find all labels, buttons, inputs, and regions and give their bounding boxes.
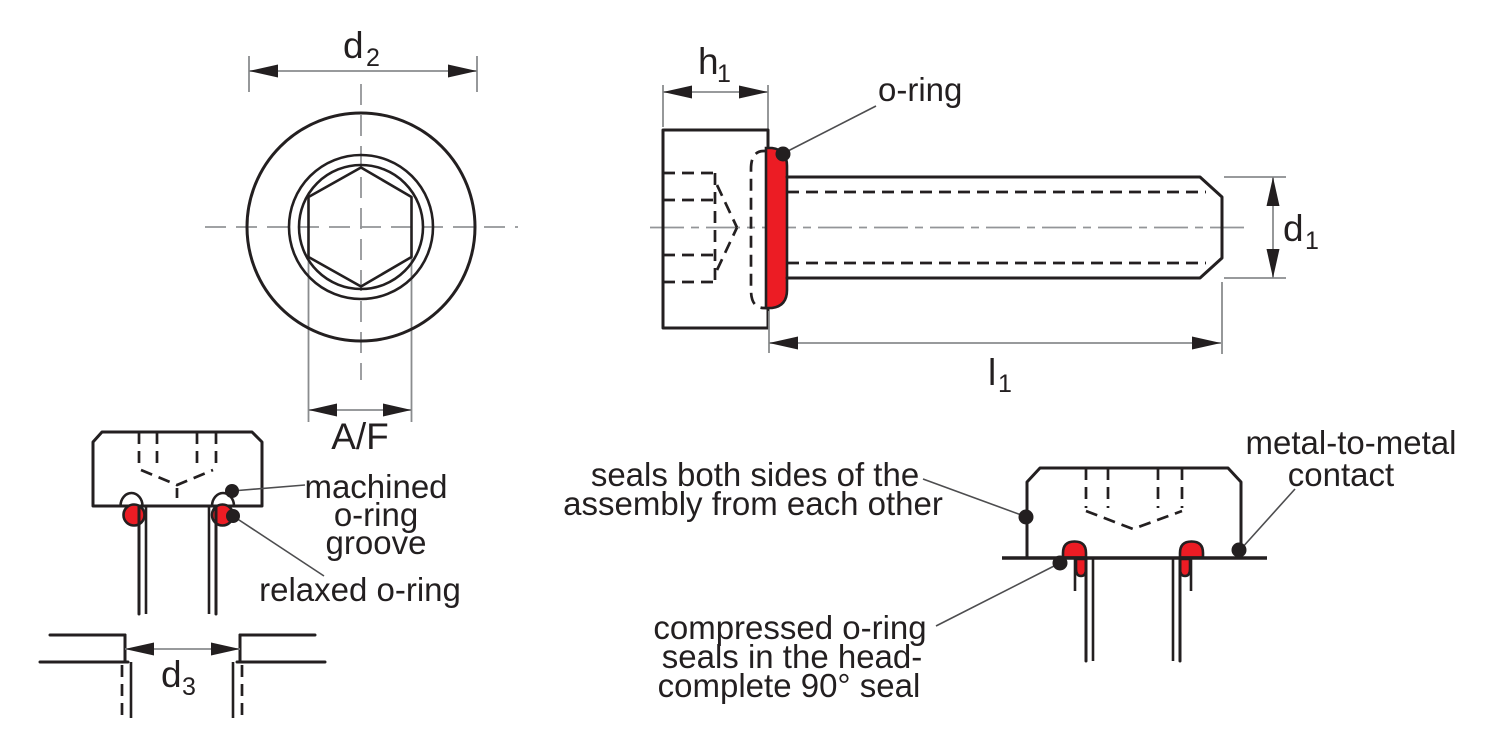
- machined-groove-right: [210, 491, 236, 507]
- l1-label: l: [988, 352, 996, 393]
- l1-arrow-left: [769, 336, 798, 350]
- seals-dot: [1018, 509, 1034, 525]
- h1-label: h: [698, 41, 719, 82]
- d1-label: d: [1283, 208, 1304, 249]
- relaxed-oring-dot: [226, 509, 240, 523]
- machined-groove-leader: [231, 484, 306, 492]
- compressed-oring-callout-line1: compressed o-ring: [653, 609, 926, 646]
- af-arrow-right: [383, 403, 412, 417]
- socket-cone-hidden: [140, 468, 214, 487]
- seals-callout-line1: seals both sides of the: [591, 456, 919, 493]
- h1-arrow-right: [739, 85, 768, 99]
- metal-contact-leader: [1240, 488, 1296, 550]
- assembly-view: seals both sides of the assembly from ea…: [563, 424, 1456, 704]
- d3-arrow-left: [125, 642, 154, 656]
- oring-leader: [785, 105, 877, 153]
- seals-callout-line2: assembly from each other: [563, 485, 943, 522]
- oring-callout: o-ring: [878, 71, 962, 108]
- threaded-shaft: [785, 175, 1224, 280]
- head-outer-circle: [245, 111, 477, 343]
- d2-label: d: [343, 25, 364, 66]
- counterbore-circle: [287, 153, 435, 301]
- h1-label-subscript: 1: [717, 60, 731, 88]
- l1-arrow-right: [1192, 336, 1221, 350]
- front-view: d 2 A/F: [205, 25, 518, 457]
- relaxed-oring-leader: [232, 515, 325, 577]
- compressed-oring-right: [1178, 540, 1205, 559]
- relaxed-oring-left: [122, 503, 146, 527]
- relaxed-oring-callout: relaxed o-ring: [259, 571, 461, 608]
- machined-groove-callout-line2: o-ring: [334, 496, 418, 533]
- machined-groove-callout-line1: machined: [304, 468, 447, 505]
- compressed-oring-leader: [935, 563, 1059, 627]
- metal-contact-callout-line2: contact: [1288, 456, 1394, 493]
- socket-cone-hidden-line: [715, 184, 739, 229]
- d1-label-subscript: 1: [1305, 227, 1319, 255]
- d3-label-subscript: 3: [182, 673, 196, 701]
- side-view: h 1 o-ring d 1: [650, 41, 1319, 398]
- head-section: [91, 430, 264, 508]
- d1-arrow-down: [1266, 249, 1280, 278]
- oring-groove-hidden: [749, 149, 767, 310]
- metal-contact-dot: [1231, 542, 1247, 558]
- d3-label: d: [161, 654, 182, 695]
- af-arrow-left: [308, 403, 337, 417]
- oring-leader-dot: [775, 146, 791, 162]
- socket-cone-hidden-line: [715, 226, 739, 271]
- hex-socket: [307, 166, 413, 288]
- groove-detail-view: machined o-ring groove relaxed o-ring d …: [38, 430, 461, 718]
- metal-contact-callout-line1: metal-to-metal: [1246, 424, 1457, 461]
- d2-arrow-left: [249, 64, 278, 78]
- d3-arrow-right: [211, 642, 240, 656]
- machined-groove-dot: [225, 484, 239, 498]
- af-label: A/F: [331, 416, 389, 457]
- assembled-head: [1025, 466, 1243, 560]
- machined-groove-left: [119, 491, 144, 507]
- l1-label-subscript: 1: [998, 370, 1012, 398]
- compressed-oring-callout-line2: seals in the head-: [662, 638, 923, 675]
- compressed-oring-left: [1061, 540, 1088, 559]
- socket-cone-hidden: [1085, 509, 1183, 531]
- seals-leader: [922, 478, 1025, 517]
- compressed-oring-callout-line3: complete 90° seal: [658, 667, 921, 704]
- oring-side-view: [764, 146, 789, 310]
- d2-label-subscript: 2: [366, 44, 380, 72]
- d1-arrow-up: [1266, 177, 1280, 206]
- d2-arrow-right: [448, 64, 477, 78]
- machined-groove-callout-line3: groove: [326, 524, 427, 561]
- h1-arrow-left: [663, 85, 692, 99]
- compressed-oring-dot: [1052, 555, 1068, 571]
- socket-chamfer-circle: [297, 163, 425, 291]
